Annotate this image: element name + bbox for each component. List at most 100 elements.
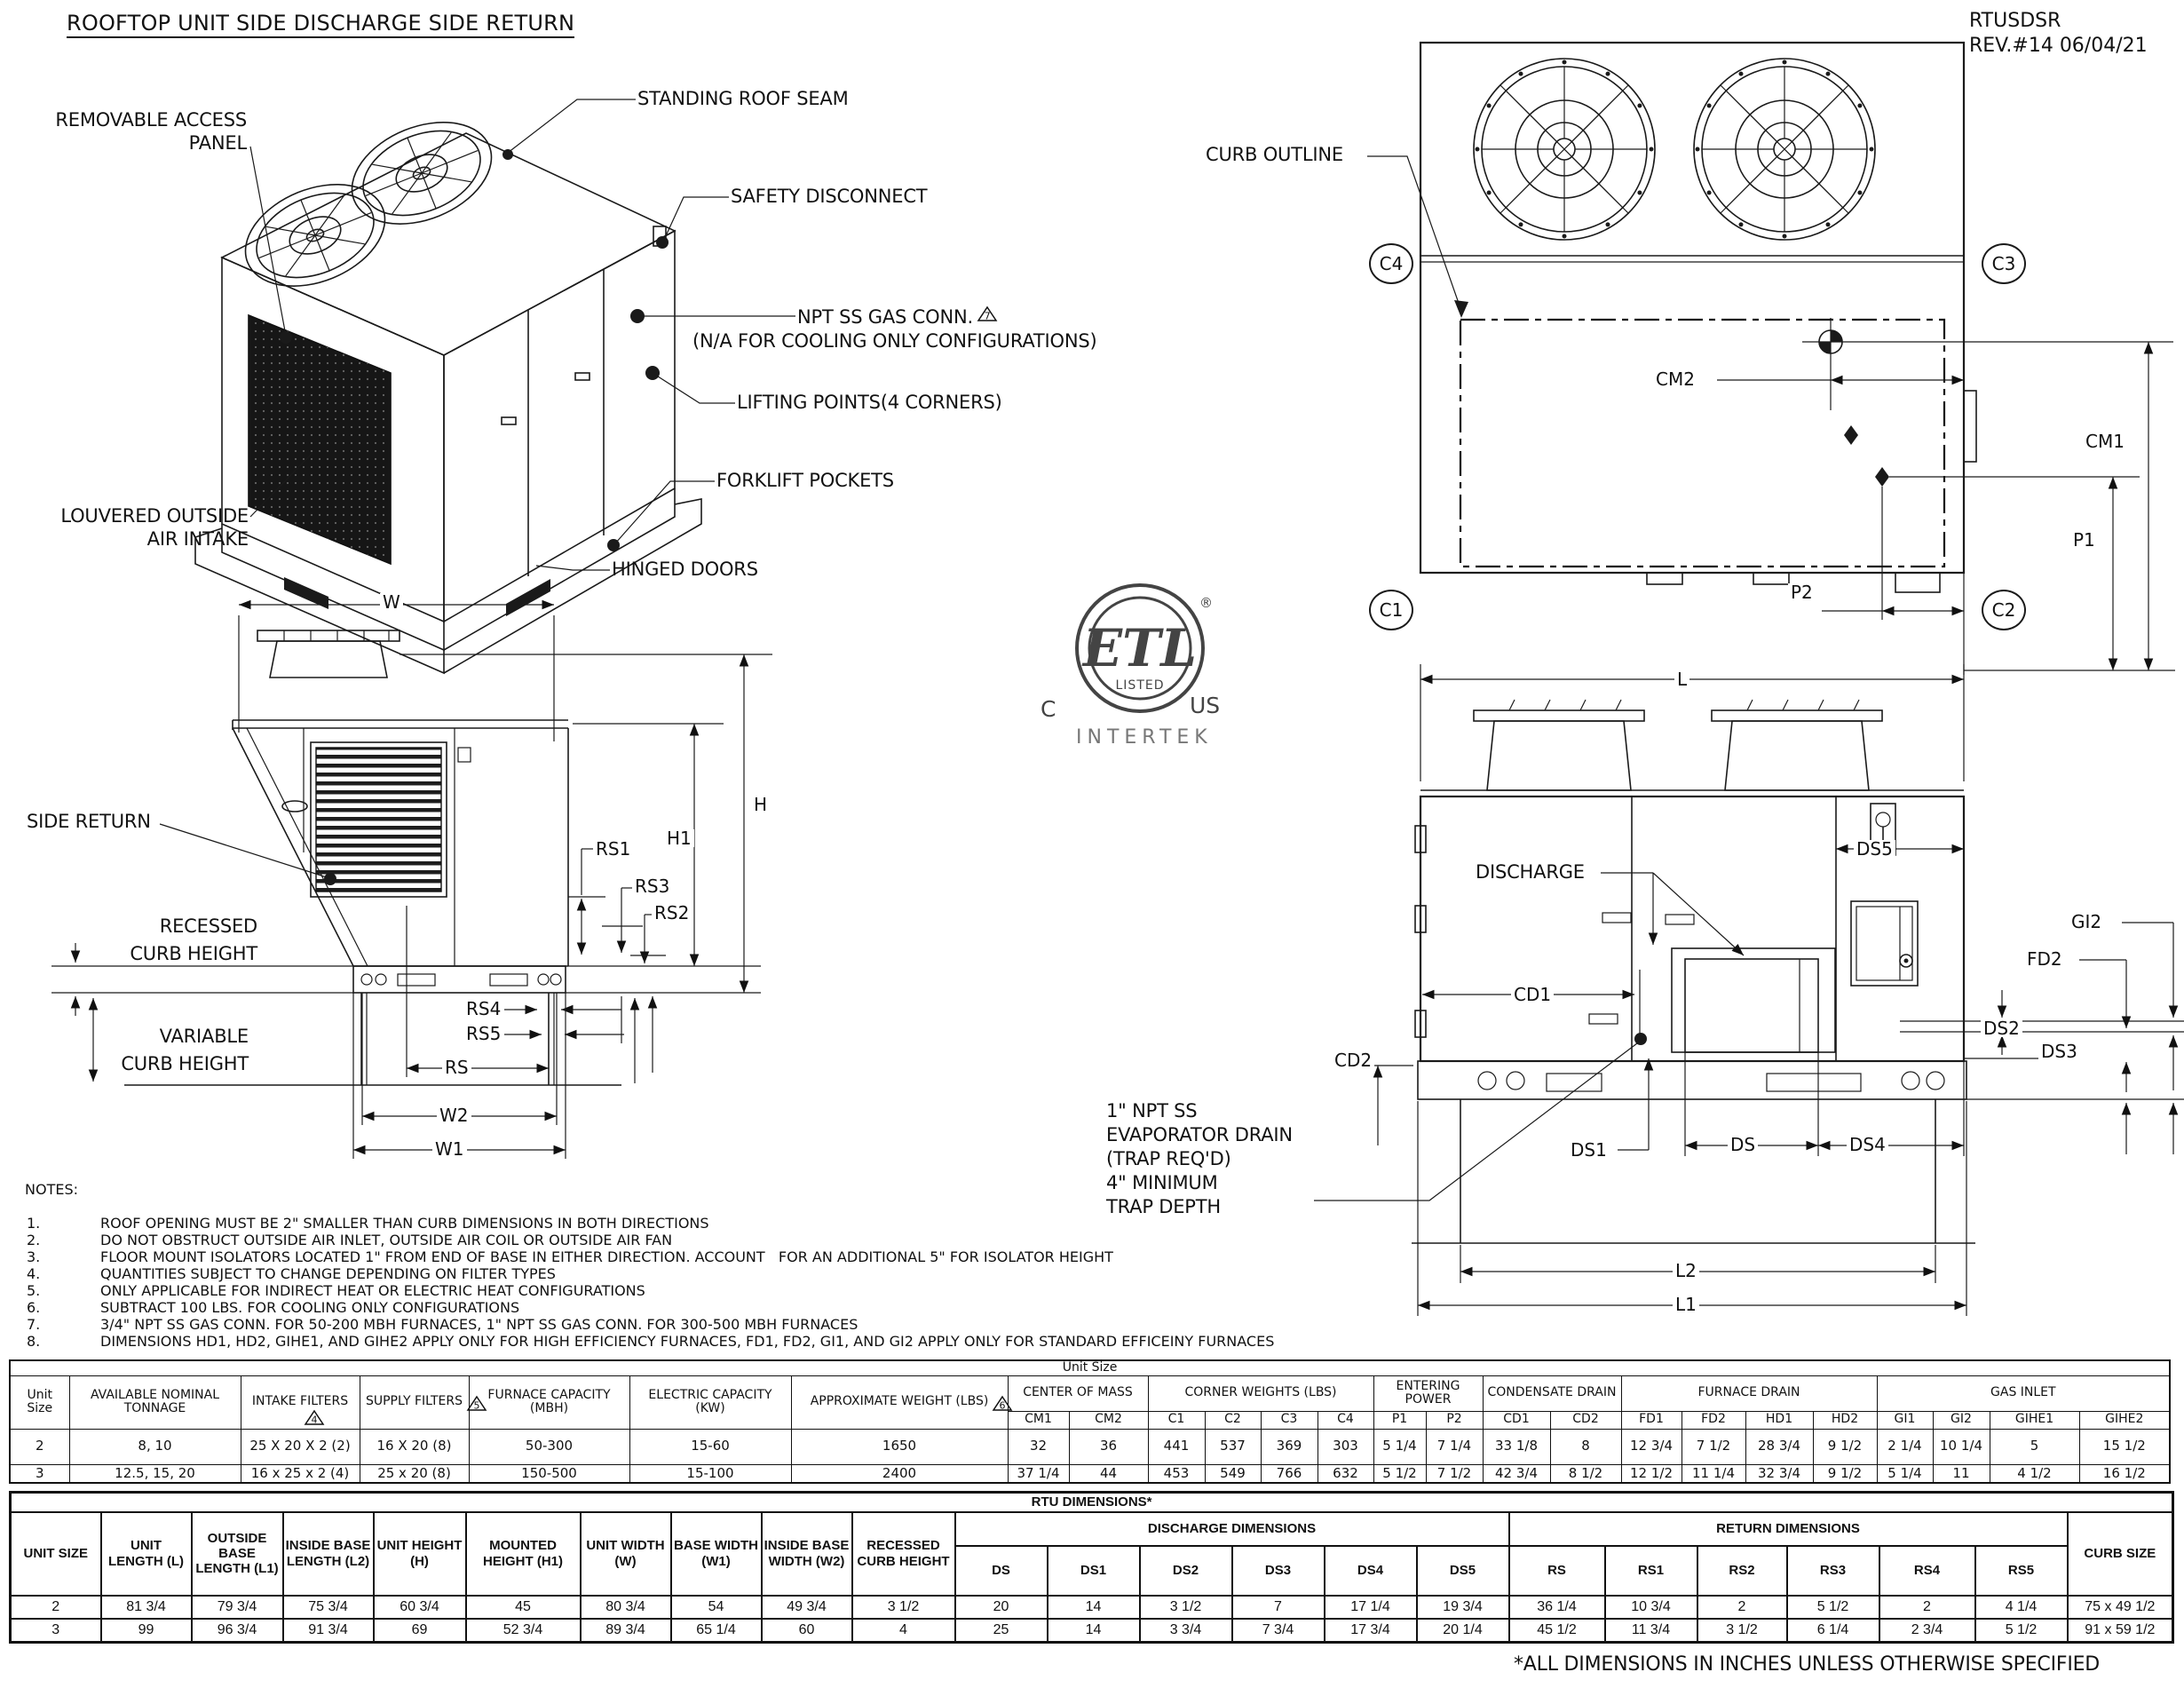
table-cell: 150-500 bbox=[468, 1463, 630, 1484]
table-cell: 3 bbox=[9, 1617, 102, 1643]
sub-header: HD1 bbox=[1745, 1410, 1814, 1430]
table-cell: 2 bbox=[1696, 1594, 1788, 1620]
table-cell: 17 3/4 bbox=[1323, 1617, 1418, 1643]
label-removable-access-panel: REMOVABLE ACCESS PANEL bbox=[55, 109, 247, 154]
sub-header: CM2 bbox=[1068, 1410, 1149, 1430]
svg-text:®: ® bbox=[1199, 595, 1213, 611]
table-cell: 453 bbox=[1147, 1463, 1206, 1484]
table-cell: 54 bbox=[669, 1594, 763, 1620]
note-item: 6.SUBTRACT 100 LBS. FOR COOLING ONLY CON… bbox=[27, 1299, 519, 1316]
col-header-outside-base-length: OUTSIDE BASE LENGTH (L1) bbox=[190, 1510, 284, 1597]
etl-c-text: C bbox=[1041, 696, 1056, 722]
table-cell: 2 1/4 bbox=[1876, 1428, 1934, 1465]
sub-header: GIHE1 bbox=[1989, 1410, 2080, 1430]
sub-header: C3 bbox=[1260, 1410, 1318, 1430]
note-number: 6. bbox=[27, 1299, 41, 1316]
table-cell: 2 bbox=[1878, 1594, 1976, 1620]
note-number: 7. bbox=[27, 1316, 41, 1333]
sub-header: FD1 bbox=[1620, 1410, 1682, 1430]
footnote: *ALL DIMENSIONS IN INCHES UNLESS OTHERWI… bbox=[1514, 1653, 2101, 1676]
table-cell: 7 3/4 bbox=[1230, 1617, 1325, 1643]
table-cell: 25 bbox=[954, 1617, 1048, 1643]
table-cell: 441 bbox=[1147, 1428, 1206, 1465]
table-cell: 36 bbox=[1068, 1428, 1149, 1465]
table-cell: 9 1/2 bbox=[1812, 1428, 1878, 1465]
sub-header: RS bbox=[1507, 1544, 1606, 1597]
table-cell: 549 bbox=[1204, 1463, 1262, 1484]
table-cell: 7 1/2 bbox=[1425, 1463, 1484, 1484]
table-cell: 15-60 bbox=[629, 1428, 792, 1465]
table-cell: 5 1/4 bbox=[1876, 1463, 1934, 1484]
note-flag-4-icon: 4 bbox=[304, 1409, 325, 1426]
table-cell: 44 bbox=[1068, 1463, 1149, 1484]
svg-text:4: 4 bbox=[312, 1415, 318, 1426]
sub-header: C2 bbox=[1204, 1410, 1262, 1430]
table-title: RTU DIMENSIONS* bbox=[9, 1491, 2174, 1513]
table-cell: 75 3/4 bbox=[281, 1594, 375, 1620]
group-header-discharge: DISCHARGE DIMENSIONS bbox=[954, 1510, 1510, 1547]
note-number: 4. bbox=[27, 1265, 41, 1282]
dim-fd2: FD2 bbox=[2024, 950, 2065, 968]
col-header-electric-capacity: ELECTRIC CAPACITY (KW) bbox=[629, 1375, 792, 1430]
dim-ds4: DS4 bbox=[1847, 1136, 1888, 1153]
table-cell: 75 x 49 1/2 bbox=[2066, 1594, 2174, 1620]
col-header-approx-weight: APPROXIMATE WEIGHT (LBS) 6 bbox=[790, 1375, 1013, 1430]
table-cell: 5 1/4 bbox=[1373, 1428, 1427, 1465]
col-header-base-width: BASE WIDTH (W1) bbox=[669, 1510, 763, 1597]
table-cell: 10 3/4 bbox=[1603, 1594, 1698, 1620]
table-cell: 33 1/8 bbox=[1482, 1428, 1551, 1465]
table-cell: 6 1/4 bbox=[1785, 1617, 1880, 1643]
table-cell: 52 3/4 bbox=[464, 1617, 582, 1643]
table-cell: 2 3/4 bbox=[1878, 1617, 1976, 1643]
corner-badge-c4: C4 bbox=[1369, 243, 1413, 284]
sub-header: CD1 bbox=[1482, 1410, 1551, 1430]
note-item: 5.ONLY APPLICABLE FOR INDIRECT HEAT OR E… bbox=[27, 1282, 645, 1299]
table-cell: 28 3/4 bbox=[1745, 1428, 1814, 1465]
group-header-entering-power: ENTERING POWER bbox=[1373, 1375, 1484, 1412]
unit-size-table: Unit Size Unit Size AVAILABLE NOMINAL TO… bbox=[9, 1359, 2172, 1485]
table-cell: 369 bbox=[1260, 1428, 1318, 1465]
table-cell: 15 1/2 bbox=[2078, 1428, 2171, 1465]
table-cell: 8 1/2 bbox=[1549, 1463, 1622, 1484]
corner-badge-c3: C3 bbox=[1982, 243, 2026, 284]
note-flag-7-icon: 7 bbox=[977, 305, 998, 322]
notes-heading: NOTES: bbox=[25, 1181, 78, 1198]
sub-header: HD2 bbox=[1812, 1410, 1878, 1430]
group-header-center-of-mass: CENTER OF MASS bbox=[1007, 1375, 1149, 1412]
rtu-dimensions-table: RTU DIMENSIONS* UNIT SIZE UNIT LENGTH (L… bbox=[9, 1491, 2175, 1644]
table-cell: 79 3/4 bbox=[190, 1594, 284, 1620]
svg-text:6: 6 bbox=[1000, 1400, 1006, 1412]
dim-rs1: RS1 bbox=[593, 840, 634, 858]
dim-rs4: RS4 bbox=[463, 1000, 504, 1018]
table-cell: 16 1/2 bbox=[2078, 1463, 2171, 1484]
note-number: 1. bbox=[27, 1215, 41, 1232]
dim-cm1: CM1 bbox=[2083, 432, 2127, 450]
group-header-furnace-drain: FURNACE DRAIN bbox=[1620, 1375, 1878, 1412]
dim-l1: L1 bbox=[1673, 1296, 1699, 1313]
col-header-furnace-capacity: FURNACE CAPACITY (MBH) bbox=[468, 1375, 630, 1430]
table-cell: 3 3/4 bbox=[1138, 1617, 1233, 1643]
dim-ds1: DS1 bbox=[1568, 1141, 1610, 1159]
side-view-drawing bbox=[1314, 664, 2184, 1316]
dim-rs3: RS3 bbox=[632, 877, 673, 895]
label-side-return: SIDE RETURN bbox=[27, 811, 151, 832]
front-view-drawing bbox=[51, 599, 772, 1159]
label-safety-disconnect: SAFETY DISCONNECT bbox=[731, 186, 928, 207]
col-header-unit-size: Unit Size bbox=[9, 1375, 70, 1430]
dim-w: W bbox=[380, 593, 403, 611]
table-cell: 17 1/4 bbox=[1323, 1594, 1418, 1620]
table-cell: 25 X 20 X 2 (2) bbox=[240, 1428, 360, 1465]
table-cell: 9 1/2 bbox=[1812, 1463, 1878, 1484]
col-header-unit-height: UNIT HEIGHT (H) bbox=[372, 1510, 467, 1597]
table-cell: 3 1/2 bbox=[1138, 1594, 1233, 1620]
note-item: 2.DO NOT OBSTRUCT OUTSIDE AIR INLET, OUT… bbox=[27, 1232, 672, 1248]
note-number: 5. bbox=[27, 1282, 41, 1299]
table-cell: 36 1/4 bbox=[1507, 1594, 1606, 1620]
table-cell: 7 bbox=[1230, 1594, 1325, 1620]
sub-header: RS1 bbox=[1603, 1544, 1698, 1597]
approx-weight-text: APPROXIMATE WEIGHT (LBS) bbox=[810, 1394, 989, 1409]
dim-l: L bbox=[1674, 670, 1690, 688]
table-cell: 4 bbox=[851, 1617, 956, 1643]
table-cell: 12 1/2 bbox=[1620, 1463, 1682, 1484]
